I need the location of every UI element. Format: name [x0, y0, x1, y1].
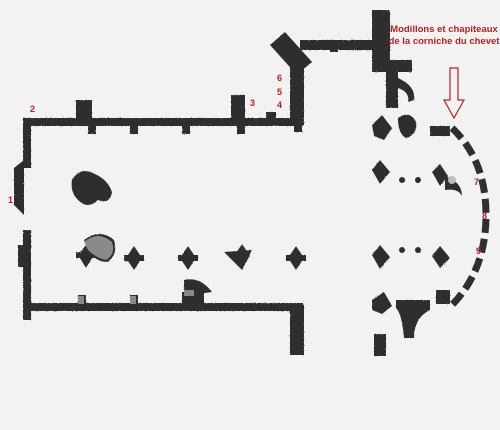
marker-7: 7 [474, 177, 480, 187]
apse-marker-dot [448, 176, 456, 184]
north-crossing-pier [372, 115, 392, 140]
chevet-apse-outline [449, 125, 490, 308]
south-wall [23, 303, 303, 311]
north-pier-bump-2 [130, 124, 138, 134]
transept-north-wall [300, 40, 380, 50]
caption-line-1: Modillons et chapiteaux [390, 24, 498, 35]
north-crossing-pier-2 [372, 160, 390, 184]
north-pier-bump-3 [182, 124, 190, 134]
north-apsidiole-wall [398, 78, 415, 102]
choir-column-3 [399, 247, 405, 253]
transept-tower-corner [270, 32, 312, 75]
west-buttress [14, 160, 24, 215]
marker-9: 9 [476, 246, 482, 256]
marker-3: 3 [250, 98, 256, 108]
choir-column-2 [415, 177, 421, 183]
stair-tower-link [372, 60, 412, 72]
north-pier-bump-4 [237, 124, 245, 134]
plan-walls [14, 10, 450, 356]
choir-column-1 [399, 177, 405, 183]
north-pier-bump-1 [88, 124, 96, 134]
south-choir-pier [432, 246, 450, 268]
chevet-north-wall [386, 70, 398, 108]
ruin-shading [78, 236, 194, 304]
west-wall-upper [23, 118, 31, 168]
marker-4: 4 [277, 100, 283, 110]
north-choir-pier [432, 164, 448, 186]
caption-line-2: de la corniche du chevet [388, 36, 500, 47]
marker-2: 2 [30, 104, 36, 114]
south-chevet-wall [374, 334, 386, 356]
north-apse-pier-1 [398, 114, 417, 138]
north-wall [23, 118, 303, 126]
marker-1: 1 [8, 195, 14, 205]
north-buttress-2 [231, 95, 245, 123]
marker-5: 5 [277, 87, 283, 97]
arcade-pier-6 [286, 246, 306, 270]
stair-tower [372, 10, 390, 70]
choir-column-4 [415, 247, 421, 253]
arcade-pier-2 [124, 246, 144, 270]
marker-6: 6 [277, 73, 283, 83]
north-buttress-1 [76, 100, 92, 120]
south-crossing-pier-2 [372, 292, 392, 314]
south-apsidiole-wall [396, 300, 430, 338]
chevet-caption: Modillons et chapiteaux de la corniche d… [388, 24, 500, 48]
down-arrow-icon [442, 67, 466, 120]
arcade-pier-1 [76, 245, 96, 268]
north-pier-bump-5 [294, 124, 302, 132]
marker-8: 8 [482, 211, 488, 221]
north-nave-pier-damaged [71, 171, 112, 205]
south-buttress-3 [290, 305, 304, 355]
west-wall-lower [23, 230, 31, 320]
arcade-pier-3 [178, 246, 198, 270]
north-buttress-3 [266, 112, 276, 120]
south-chevet-block [436, 290, 450, 304]
west-buttress-lower [18, 245, 26, 267]
transept-north-stub [330, 40, 338, 52]
arcade-pier-5 [234, 244, 250, 268]
transept-west-wall [290, 55, 304, 125]
north-choir-step [430, 126, 450, 136]
south-crossing-pier [372, 245, 390, 269]
